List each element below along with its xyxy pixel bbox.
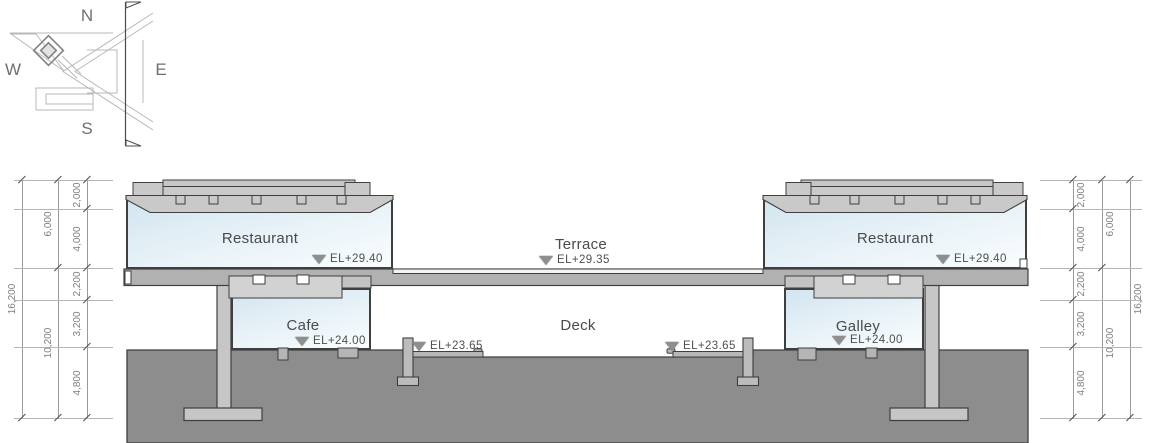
dim-extension: [1040, 180, 1142, 181]
elevation-marker-restaurant-left: EL+29.40: [312, 253, 383, 265]
walkway-slab-left: [412, 351, 484, 358]
elevation-triangle-icon: [295, 337, 309, 346]
walkway-slab-right: [672, 351, 744, 358]
dim-value: 4,800: [72, 369, 83, 396]
dim-value: 16,200: [7, 283, 18, 315]
elevation-marker-restaurant-right: EL+29.40: [936, 253, 1007, 265]
elevation-triangle-icon: [665, 342, 679, 351]
dim-extension: [1040, 268, 1142, 269]
roof-shoulder-left-a: [132, 182, 164, 196]
cafe-floor-pad-b: [337, 347, 359, 359]
galley-ceiling-slot-a: [842, 274, 856, 285]
dim-extension: [1040, 300, 1142, 301]
dim-extension: [14, 300, 113, 301]
elevation-triangle-icon: [936, 255, 950, 264]
dim-value: 4,800: [1076, 369, 1087, 396]
dim-extension: [1040, 209, 1142, 210]
dim-value: 3,200: [1076, 310, 1087, 337]
dim-line: [1130, 180, 1131, 418]
dim-extension: [1040, 347, 1142, 348]
room-label-deck: Deck: [560, 317, 596, 334]
room-label-restaurant-right: Restaurant: [856, 230, 934, 247]
key-plan-marker-diamond: [32, 34, 65, 67]
galley-floor-pad-a: [797, 347, 817, 361]
dim-value: 4,000: [1076, 225, 1087, 252]
pier-column-right: [924, 282, 940, 410]
elevation-triangle-icon: [312, 255, 326, 264]
dim-value: 3,200: [72, 310, 83, 337]
pier-column-left: [216, 282, 232, 410]
compass-west-label: W: [4, 60, 22, 79]
pier-footing-right: [889, 407, 969, 422]
compass-north-label: N: [80, 6, 94, 25]
pier-footing-left: [183, 407, 263, 422]
roof-shoulder-right-b: [992, 182, 1024, 196]
room-label-restaurant-left: Restaurant: [221, 230, 299, 247]
room-label-galley: Galley: [835, 318, 881, 335]
roof-plate-right: [800, 179, 994, 187]
slab-notch-left: [124, 270, 132, 285]
deck-post-footing-left: [396, 376, 420, 387]
key-plan-building-outline: [9, 12, 154, 131]
elevation-marker-deck-right: EL+23.65: [665, 340, 736, 352]
galley-floor-pad-b: [865, 347, 878, 359]
roof-shoulder-left-b: [344, 182, 371, 196]
cafe-ceiling-step: [341, 275, 372, 289]
section-arrow-top-icon: [125, 1, 142, 9]
dim-extension: [1040, 418, 1142, 419]
dim-extension: [14, 347, 113, 348]
roof-plate-left: [162, 179, 356, 187]
dim-value: 4,000: [72, 225, 83, 252]
dim-value: 2,000: [1076, 181, 1087, 208]
elevation-triangle-icon: [412, 342, 426, 351]
dim-extension: [14, 418, 113, 419]
dim-value: 6,000: [1105, 211, 1116, 237]
section-arrow-bottom-icon: [125, 139, 142, 147]
deck-post-right: [742, 337, 754, 379]
main-floor-slab: [123, 268, 1029, 287]
dim-value: 2,200: [72, 271, 83, 297]
dim-line: [1102, 180, 1103, 418]
galley-ceiling-step: [784, 275, 815, 289]
compass-south-label: S: [81, 119, 93, 138]
compass-east-label: E: [155, 60, 167, 79]
dim-value: 2,000: [72, 181, 83, 208]
dim-value: 10,200: [43, 327, 54, 359]
cafe-ceiling-slot-a: [252, 274, 266, 285]
dim-value: 10,200: [1105, 327, 1116, 359]
dim-extension: [14, 180, 113, 181]
dim-value: 16,200: [1133, 283, 1144, 315]
elevation-triangle-icon: [539, 256, 553, 265]
cafe-floor-pad-a: [277, 347, 289, 361]
terrace-deck-surface: [392, 268, 764, 274]
dim-extension: [14, 268, 113, 269]
room-label-terrace: Terrace: [554, 236, 608, 253]
galley-ceiling-slot-b: [887, 274, 901, 285]
deck-post-footing-right: [736, 376, 760, 387]
dim-extension: [14, 209, 113, 210]
dim-value: 6,000: [43, 211, 54, 237]
dim-line: [22, 180, 23, 418]
elevation-marker-cafe: EL+24.00: [295, 335, 366, 347]
elevation-triangle-icon: [832, 336, 846, 345]
section-cut-line: [124, 1, 142, 147]
roof-shoulder-right-a: [785, 182, 812, 196]
cafe-ceiling-slot-b: [296, 274, 310, 285]
elevation-marker-deck-left: EL+23.65: [412, 340, 483, 352]
ground-mass: [126, 349, 1029, 443]
dim-line: [58, 180, 59, 418]
elevation-marker-galley: EL+24.00: [832, 334, 903, 346]
elevation-marker-terrace: EL+29.35: [539, 254, 610, 266]
room-label-cafe: Cafe: [286, 317, 320, 334]
dim-value: 2,200: [1076, 271, 1087, 297]
